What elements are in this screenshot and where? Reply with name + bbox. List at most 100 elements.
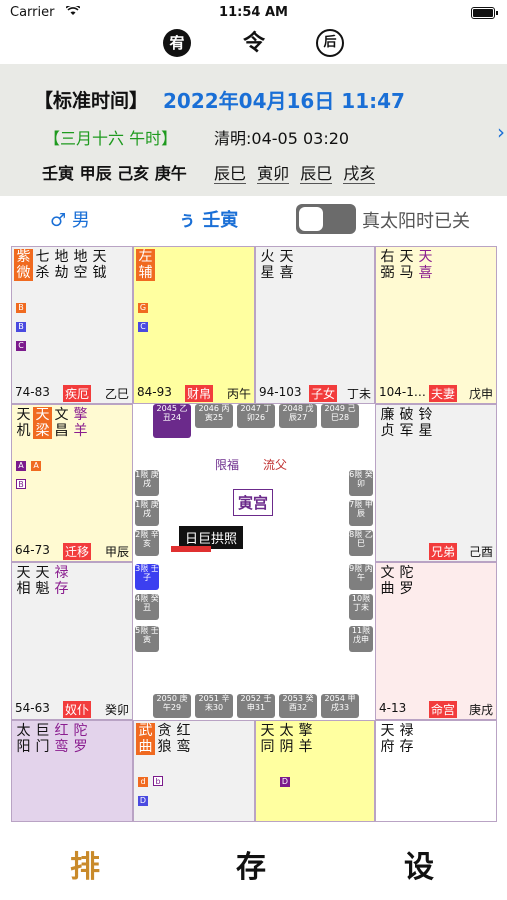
limit-pill[interactable]: 11限 戊申 — [349, 626, 373, 652]
year-pill[interactable]: 2052 壬申31 — [237, 694, 275, 718]
year-pill[interactable]: 2050 庚午29 — [153, 694, 191, 718]
age-range: 64-73 — [15, 543, 50, 557]
dayun-item: 戌亥 — [343, 164, 376, 184]
standard-time-label: 【标准时间】 — [34, 90, 149, 112]
star: 廉贞 — [380, 407, 395, 439]
hua-badge: C — [138, 322, 148, 332]
status-bar: Carrier 11:54 AM — [0, 0, 507, 26]
sihua-badges: A A B — [16, 453, 56, 491]
tab-bar: 排 存 设 — [0, 826, 507, 900]
year-pill[interactable]: 2053 癸酉32 — [279, 694, 317, 718]
xianfu-label: 限福 — [215, 458, 240, 472]
palace-footer: 84-93 财帛 丙午 — [137, 385, 251, 402]
dayun-list: 辰巳 寅卯 辰巳 戌亥 — [214, 160, 381, 184]
year-pill[interactable]: 2046 丙寅25 — [195, 404, 233, 428]
star: 擎羊 — [73, 407, 88, 439]
ziwei-chart: 紫微 七杀 地劫 地空 天钺 B B C 74-83 疾厄 乙巳 左辅 G C … — [11, 246, 497, 822]
hua-badge: B — [16, 322, 26, 332]
limit-pill[interactable]: 10限 丁未 — [349, 594, 373, 620]
strength-bar — [171, 546, 211, 552]
limit-pill[interactable]: 1限 庚戌 — [135, 500, 159, 526]
limit-pill[interactable]: 2限 辛亥 — [135, 530, 159, 556]
palace-cell-shen[interactable]: 右弼 天马 天喜 104-1… 夫妻 戊申 — [375, 246, 497, 404]
palace-cell-yin[interactable]: 太阳 巨门 红鸾 陀罗 — [11, 720, 133, 822]
sihua-badges: B B C — [16, 295, 30, 352]
star: 火星 — [260, 249, 275, 281]
palace-ganzhi: 丁未 — [346, 387, 371, 401]
limit-pill[interactable]: 9限 丙午 — [349, 564, 373, 590]
palace-cell-si[interactable]: 紫微 七杀 地劫 地空 天钺 B B C 74-83 疾厄 乙巳 — [11, 246, 133, 404]
palace-name: 子女 — [309, 385, 338, 402]
true-solar-time-toggle[interactable] — [296, 204, 356, 234]
center-palace-title: 寅宫 — [233, 489, 274, 516]
year-pill[interactable]: 2054 甲戌33 — [321, 694, 359, 718]
palace-cell-zi[interactable]: 天同 太阴 擎羊 D — [255, 720, 375, 822]
palace-cell-chen[interactable]: 天机 天梁 文昌 擎羊 A A B 64-73 迁移 甲辰 — [11, 404, 133, 562]
year-pill[interactable]: 2051 辛未30 — [195, 694, 233, 718]
star-list: 廉贞 破军 铃星 — [378, 407, 435, 439]
star: 禄存 — [399, 723, 414, 755]
year-pill[interactable]: 2047 丁卯26 — [237, 404, 275, 428]
palace-cell-chou[interactable]: 武曲 贪狼 红鸾 d b D — [133, 720, 255, 822]
year-pill[interactable]: 2048 戊辰27 — [279, 404, 317, 428]
limit-pill[interactable]: 6限 癸卯 — [349, 470, 373, 496]
limit-pill[interactable]: 3限 壬子 — [135, 564, 159, 590]
star: 右弼 — [380, 249, 395, 281]
palace-cell-you[interactable]: 廉贞 破军 铃星 兄弟 己酉 — [375, 404, 497, 562]
star: 天梁 — [33, 407, 52, 439]
hua-badge: D — [138, 796, 148, 806]
dayun-item: 寅卯 — [257, 164, 290, 184]
sihua-badges: G C — [138, 295, 152, 333]
pai-icon[interactable]: 宥 — [163, 29, 191, 57]
palace-cell-wu[interactable]: 左辅 G C 84-93 财帛 丙午 — [133, 246, 255, 404]
time-info-panel[interactable]: 【标准时间】 2022年04月16日 11:47 【三月十六 午时】 清明:04… — [0, 64, 507, 196]
tab-she[interactable]: 设 — [404, 850, 434, 885]
palace-cell-mao[interactable]: 天相 天魁 禄存 54-63 奴仆 癸卯 — [11, 562, 133, 720]
palace-ganzhi: 癸卯 — [104, 703, 129, 717]
star: 天同 — [260, 723, 275, 755]
star: 红鸾 — [54, 723, 69, 755]
clock: 11:54 AM — [219, 5, 288, 20]
star: 文昌 — [54, 407, 69, 439]
palace-ganzhi: 庚戌 — [468, 703, 493, 717]
palace-cell-hai[interactable]: 天府 禄存 — [375, 720, 497, 822]
star: 文曲 — [380, 565, 395, 597]
solar-term: 清明:04-05 03:20 — [214, 129, 350, 148]
year-selector[interactable]: ぅ 壬寅 — [178, 210, 239, 231]
age-range: 84-93 — [137, 385, 172, 399]
limit-pill[interactable]: 5限 壬寅 — [135, 626, 159, 652]
palace-name: 命宫 — [429, 701, 458, 718]
year-pill[interactable]: 2045 乙丑24 — [153, 404, 191, 438]
limit-pill[interactable]: 4限 癸丑 — [135, 594, 159, 620]
dayun-item: 辰巳 — [300, 164, 333, 184]
palace-ganzhi: 己酉 — [468, 545, 493, 559]
palace-name: 迁移 — [63, 543, 92, 560]
age-range: 94-103 — [259, 385, 302, 399]
palace-name: 夫妻 — [429, 385, 458, 402]
hou-icon[interactable]: 后 — [316, 29, 344, 57]
limit-pill[interactable]: 8限 乙巳 — [349, 530, 373, 556]
chevron-right-icon[interactable]: › — [497, 120, 505, 144]
hua-badge: d — [138, 777, 148, 787]
star: 天机 — [16, 407, 31, 439]
limit-pill[interactable]: 1限 庚戌 — [135, 470, 159, 496]
star: 紫微 — [14, 249, 33, 281]
dayun-item: 辰巳 — [214, 164, 247, 184]
gongzhao-tip: 日巨拱照 — [179, 526, 244, 549]
tab-cun[interactable]: 存 — [236, 850, 266, 885]
palace-cell-wei[interactable]: 火星 天喜 94-103 子女 丁未 — [255, 246, 375, 404]
age-range: 4-13 — [379, 701, 407, 715]
palace-cell-xu[interactable]: 文曲 陀罗 4-13 命宫 庚戌 — [375, 562, 497, 720]
star-list: 天同 太阴 擎羊 — [258, 723, 315, 755]
star: 天相 — [16, 565, 31, 597]
star: 左辅 — [136, 249, 155, 281]
tab-pai[interactable]: 排 — [70, 850, 100, 885]
standard-time-value: 2022年04月16日 11:47 — [163, 89, 405, 113]
limit-pill[interactable]: 7限 甲辰 — [349, 500, 373, 526]
star: 擎羊 — [298, 723, 313, 755]
age-range: 104-1… — [379, 385, 426, 399]
year-pill[interactable]: 2049 己巳28 — [321, 404, 359, 428]
hua-badge: C — [16, 341, 26, 351]
ling-icon[interactable]: 令 — [242, 30, 265, 56]
gender-selector[interactable]: ♂ 男 — [50, 210, 90, 231]
